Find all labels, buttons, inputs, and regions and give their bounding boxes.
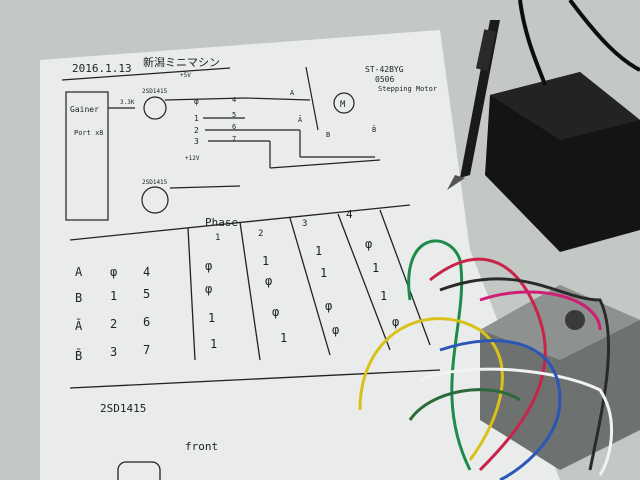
row-pin1: 1 [110, 289, 117, 303]
phase-number: 3 [302, 219, 307, 229]
row-pin1: 2 [110, 317, 117, 331]
row-mark: 1 [210, 337, 217, 351]
front-label: front [185, 440, 218, 453]
pin-label: 5 [232, 111, 236, 119]
phase-number: 2 [258, 229, 263, 239]
pin-label: 7 [232, 135, 236, 143]
front-sketch-box [117, 461, 161, 480]
phase-number: 4 [346, 208, 353, 221]
resistor-label: 3.3K [120, 99, 135, 106]
row-mark: φ [392, 315, 399, 329]
pin-label: 3 [194, 137, 199, 146]
row-mark: 1 [315, 244, 322, 258]
row-pin1: 3 [110, 345, 117, 359]
row-coil: B̄ [75, 349, 82, 363]
motor-type: Stepping Motor [378, 85, 437, 93]
board-label: Gainer [70, 105, 99, 114]
table-row: B̄ 3 7 1 1 φ φ [75, 315, 399, 363]
paper-sheet [40, 30, 560, 480]
pen [447, 20, 500, 190]
row-mark: φ [325, 299, 332, 313]
transistor-top [143, 96, 167, 120]
header: 2016.1.13 新潟ミニマシン ST-42BYG 0506 Stepping… [61, 55, 437, 93]
pin-label: 1 [194, 114, 199, 123]
table-row: Ā 2 6 1 φ φ 1 [75, 289, 387, 333]
port-label: Port x8 [74, 129, 104, 137]
title-text: 新潟ミニマシン [143, 55, 220, 69]
coil-label: A [290, 89, 295, 97]
part-label: 2SD1415 [100, 402, 146, 415]
row-coil: B [75, 291, 82, 305]
row-mark: 1 [380, 289, 387, 303]
pin-label: φ [194, 97, 199, 106]
phase-header: Phase [205, 216, 238, 229]
row-mark: 1 [320, 266, 327, 280]
transistor-bottom [141, 186, 169, 214]
power-adapter [485, 0, 640, 252]
row-mark: 1 [208, 311, 215, 325]
motor-symbol-label: M [340, 100, 346, 110]
row-coil: A [75, 265, 83, 279]
row-mark: 1 [280, 331, 287, 345]
phase-table-text: Phase 1 2 3 4 A φ 4 φ 1 1 φ B 1 5 φ φ 1 … [75, 208, 399, 363]
row-pin2: 4 [143, 265, 150, 279]
coil-label: B [326, 131, 330, 139]
row-mark: φ [205, 282, 212, 296]
pin-label: 4 [232, 96, 236, 104]
supply2-label: +12V [185, 155, 200, 162]
supply-label: +5V [180, 72, 191, 79]
row-pin2: 5 [143, 287, 150, 301]
table-row: A φ 4 φ 1 1 φ [75, 237, 372, 279]
table-row: B 1 5 φ φ 1 1 [75, 261, 379, 305]
row-pin1: φ [110, 265, 117, 279]
row-mark: φ [365, 237, 372, 251]
motor-wires [358, 239, 614, 480]
transistor-bottom-label: 2SD1415 [142, 179, 168, 186]
schematic-labels: Gainer Port x8 2SD1415 2SD1415 3.3K +5V … [70, 72, 376, 186]
coil-label: B̄ [372, 125, 376, 134]
row-mark: φ [272, 305, 279, 319]
row-mark: φ [332, 323, 339, 337]
coil-label: Ā [298, 115, 303, 124]
row-coil: Ā [75, 319, 83, 333]
motor-code: 0506 [375, 75, 394, 84]
row-pin2: 7 [143, 343, 150, 357]
date-text: 2016.1.13 [72, 62, 132, 75]
pin-label: 6 [232, 123, 236, 131]
motor-symbol [333, 92, 355, 114]
motor-model: ST-42BYG [365, 65, 404, 74]
gainer-box [65, 91, 109, 221]
row-mark: φ [265, 274, 272, 288]
row-mark: 1 [262, 254, 269, 268]
phase-number: 1 [215, 233, 220, 243]
row-mark: 1 [372, 261, 379, 275]
row-pin2: 6 [143, 315, 150, 329]
row-mark: φ [205, 259, 212, 273]
transistor-top-label: 2SD1415 [142, 88, 168, 95]
schematic [65, 66, 381, 221]
phase-table [69, 204, 441, 389]
pin-label: 2 [194, 126, 199, 135]
